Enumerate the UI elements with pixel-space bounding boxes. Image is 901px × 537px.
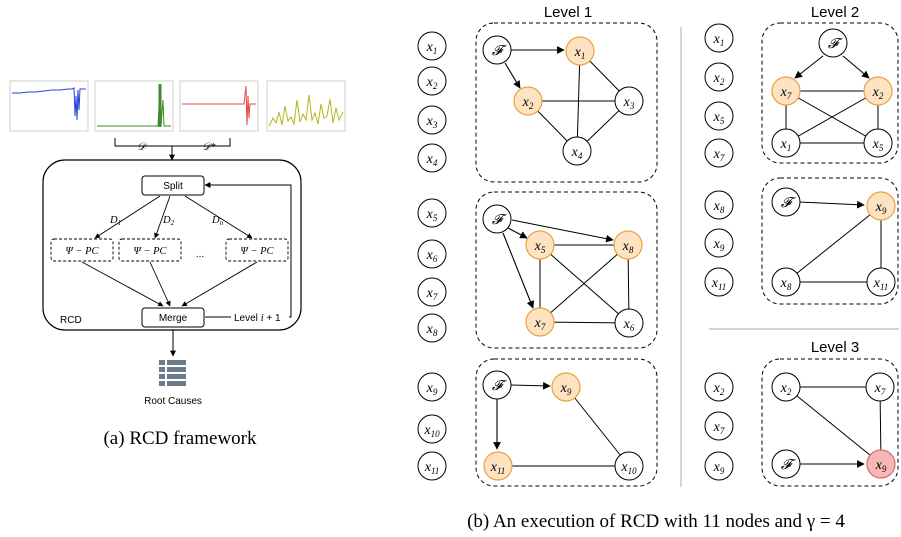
- rcd-label: RCD: [60, 315, 82, 326]
- level2-partition-1-box: [761, 22, 899, 164]
- split-label: Split: [163, 181, 183, 192]
- root-causes-icon: [159, 360, 186, 386]
- level-increment-label: Level i + 1: [234, 313, 281, 324]
- root-causes-label: Root Causes: [144, 396, 202, 407]
- timeseries-thumbnail-red: [179, 80, 259, 132]
- edges: [498, 50, 882, 467]
- dataset-normal-label: 𝒟: [137, 142, 148, 153]
- svg-text:x1: x1: [780, 137, 792, 153]
- level1-partition-3-box: [475, 358, 658, 487]
- caption-a: (a) RCD framework: [103, 428, 257, 449]
- svg-text:x1: x1: [574, 45, 586, 61]
- node-labels: x1 x2 x3 x4 x5 x6 x7 x8 x9 x10 x11 x1 x2…: [423, 32, 888, 476]
- ellipsis: ...: [196, 249, 204, 260]
- level1-partition-1-box: [475, 22, 658, 183]
- merge-label: Merge: [159, 313, 188, 324]
- level-2-title: Level 2: [811, 4, 859, 21]
- rcd-framework-panel: 𝒟 𝒟* RCD Split D1 D2 Dn Ψ − PC Ψ − PC ..…: [9, 80, 346, 449]
- timeseries-thumbnail-green: [94, 80, 174, 132]
- caption-b: (b) An execution of RCD with 11 nodes an…: [467, 511, 845, 532]
- level1-partition-2-box: [475, 191, 658, 349]
- level-3-title: Level 3: [811, 339, 859, 356]
- split-box: [141, 175, 205, 196]
- psi-pc-label-2: Ψ − PC: [133, 246, 167, 257]
- timeseries-thumbnail-blue: [9, 80, 89, 132]
- timeseries-thumbnail-yellow: [266, 80, 346, 132]
- root-cause-node: [866, 449, 896, 479]
- level3-partition-1-box: [761, 358, 899, 487]
- graph-nodes: [417, 23, 896, 481]
- svg-text:x1: x1: [713, 32, 725, 48]
- rcd-execution-panel: Level 1 Level 2 Level 3: [417, 4, 899, 532]
- psi-pc-label-n: Ψ − PC: [240, 246, 274, 257]
- dataset-anomalous-label: 𝒟*: [202, 142, 216, 153]
- level2-partition-2-box: [761, 177, 899, 305]
- psi-pc-label-1: Ψ − PC: [65, 246, 99, 257]
- directed-edges: [493, 46, 870, 468]
- psi-pc-box-n: [225, 238, 289, 262]
- merge-box: [141, 307, 205, 328]
- svg-text:x1: x1: [426, 40, 438, 56]
- psi-pc-box-2: [118, 238, 182, 262]
- level-1-title: Level 1: [544, 4, 592, 21]
- psi-pc-box-1: [50, 238, 114, 262]
